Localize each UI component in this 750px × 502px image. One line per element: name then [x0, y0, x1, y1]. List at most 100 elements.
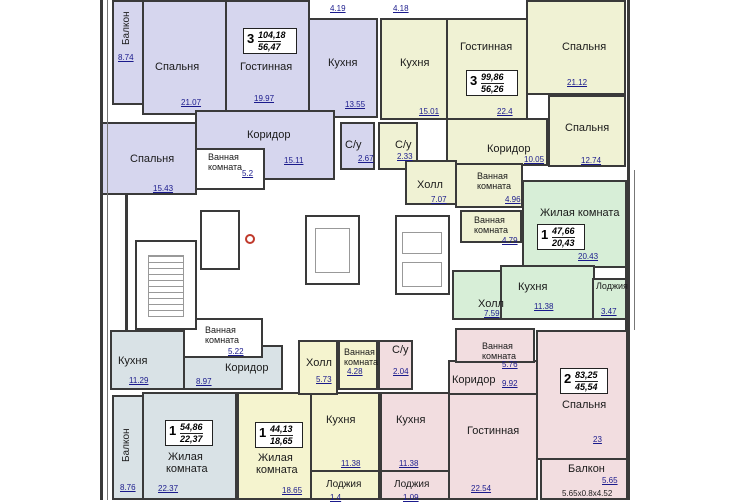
room-corridor-top-right: [446, 118, 548, 166]
apt-living-area: 56,47: [258, 41, 281, 52]
area-value: 13.55: [345, 100, 366, 109]
label-bathroom: Ванная: [208, 152, 239, 162]
label-kitchen: Кухня: [396, 414, 426, 426]
label-corridor: Коридор: [487, 143, 531, 155]
apt-living-area: 56,26: [481, 83, 504, 94]
area-value: 22.37: [158, 484, 179, 493]
room-living-bottom-left: [142, 392, 237, 500]
label-living-room: Жилая: [258, 452, 293, 464]
area-value: 21.07: [181, 98, 202, 107]
apt-rooms: 1: [541, 227, 549, 242]
label-bathroom: комната: [205, 335, 240, 345]
label-bedroom: Спальня: [562, 399, 607, 411]
label-bedroom: Спальня: [562, 41, 607, 53]
apt-total-area: 44,13: [270, 424, 293, 434]
area-value: 8.76: [120, 483, 136, 492]
lift-right-car-a: [402, 232, 442, 254]
area-value: 20.43: [578, 252, 599, 261]
lift-left: [305, 215, 360, 285]
apt-rooms: 3: [470, 73, 478, 88]
apt-rooms: 1: [259, 425, 267, 440]
apt-badge-2a: 2 83,25 45,54: [560, 368, 608, 394]
room-wc-bottom-right: [378, 340, 413, 390]
area-value: 1.4: [330, 493, 342, 502]
area-value: 2.04: [393, 367, 409, 376]
room-bath-bottom-right: [455, 328, 535, 363]
room-kitchen-top-right: [380, 18, 448, 120]
outer-wall-left: [100, 0, 103, 500]
label-corridor: Коридор: [247, 129, 291, 141]
apt-total-area: 83,25: [575, 370, 598, 380]
label-balcony-bottom-left: Балкон: [121, 428, 132, 462]
area-value: 19.97: [254, 94, 275, 103]
wall-left-mid: [125, 195, 128, 330]
room-bedroom2-top-right: [548, 95, 626, 167]
label-bathroom: Ванная: [474, 215, 505, 225]
apt-total-area: 99,86: [481, 72, 504, 82]
area-value: 23: [593, 435, 602, 444]
apt-badge-3b: 3 99,86 56,26: [466, 70, 518, 96]
room-kitchen-top-left: [308, 18, 378, 118]
room-wc-top-left: [340, 122, 375, 170]
area-value: 11.38: [399, 459, 419, 468]
stair-flights: [148, 255, 184, 317]
area-value: 5.73: [316, 375, 332, 384]
outer-wall-right: [627, 0, 630, 500]
apt-living-area: 45,54: [575, 381, 598, 392]
area-value: 5.22: [228, 347, 244, 356]
apt-rooms: 2: [564, 371, 572, 386]
label-balcony: Балкон: [568, 463, 605, 475]
room-hall-right: [452, 270, 502, 320]
label-hall: Холл: [306, 357, 332, 369]
room-bath2-top-right: [455, 163, 523, 208]
area-value: 15.01: [419, 107, 440, 116]
apt-total-area: 104,18: [258, 30, 286, 40]
apt-total-area: 47,66: [552, 226, 575, 236]
label-kitchen: Кухня: [518, 281, 548, 293]
label-bathroom: комната: [477, 181, 512, 191]
room-bath3-top-right: [460, 210, 522, 243]
apt-badge-1b: 1 54,86 22,37: [165, 420, 213, 446]
room-living-bottom-right: [448, 392, 538, 500]
label-living-room: Жилая: [168, 451, 203, 463]
label-bathroom: Ванная: [205, 325, 236, 335]
label-kitchen: Кухня: [326, 414, 356, 426]
label-bedroom: Спальня: [130, 153, 175, 165]
label-hall: Холл: [478, 298, 504, 310]
label-corridor: Коридор: [225, 362, 269, 374]
room-hall-bottom-mid: [298, 340, 338, 395]
shaft-left: [200, 210, 240, 270]
area-value: 11.38: [534, 302, 554, 311]
lift-right-car-b: [402, 262, 442, 287]
label-wc: С/у: [345, 139, 362, 151]
area-value: 7.07: [431, 195, 447, 204]
apt-rooms: 1: [169, 423, 177, 438]
label-wc: С/у: [392, 344, 409, 356]
label-hall: Холл: [417, 179, 443, 191]
apt-living-area: 20,43: [552, 237, 575, 248]
room-kitchen-right: [500, 265, 595, 320]
label-bathroom: комната: [208, 162, 243, 172]
label-balcony-dimensions: 5.65х0.8х4.52: [562, 489, 613, 498]
facade-line-right: [634, 170, 635, 330]
area-value: 7.59: [484, 309, 500, 318]
label-bathroom: комната: [482, 351, 517, 361]
room-corridor-bottom-right: [448, 360, 538, 395]
room-bedroom-top-right: [526, 0, 626, 95]
area-value: 22.54: [471, 484, 492, 493]
area-value: 4.79: [502, 236, 518, 245]
label-loggia: Лоджия: [326, 479, 362, 490]
apt-total-area: 54,86: [180, 422, 203, 432]
apt-badge-1c: 1 44,13 18,65: [255, 422, 303, 448]
area-value: 11.29: [129, 376, 149, 385]
area-value: 5.65: [602, 476, 618, 485]
area-value: 18.65: [282, 486, 303, 495]
area-value: 4.28: [347, 367, 363, 376]
apt-rooms: 3: [247, 31, 255, 46]
area-value: 15.11: [284, 156, 304, 165]
area-value: 1.09: [403, 493, 419, 502]
label-living-room: Гостинная: [240, 61, 293, 73]
label-living-room: Жилая комната: [540, 207, 620, 219]
label-bathroom: комната: [344, 357, 379, 367]
apt-badge-1a: 1 47,66 20,43: [537, 224, 585, 250]
